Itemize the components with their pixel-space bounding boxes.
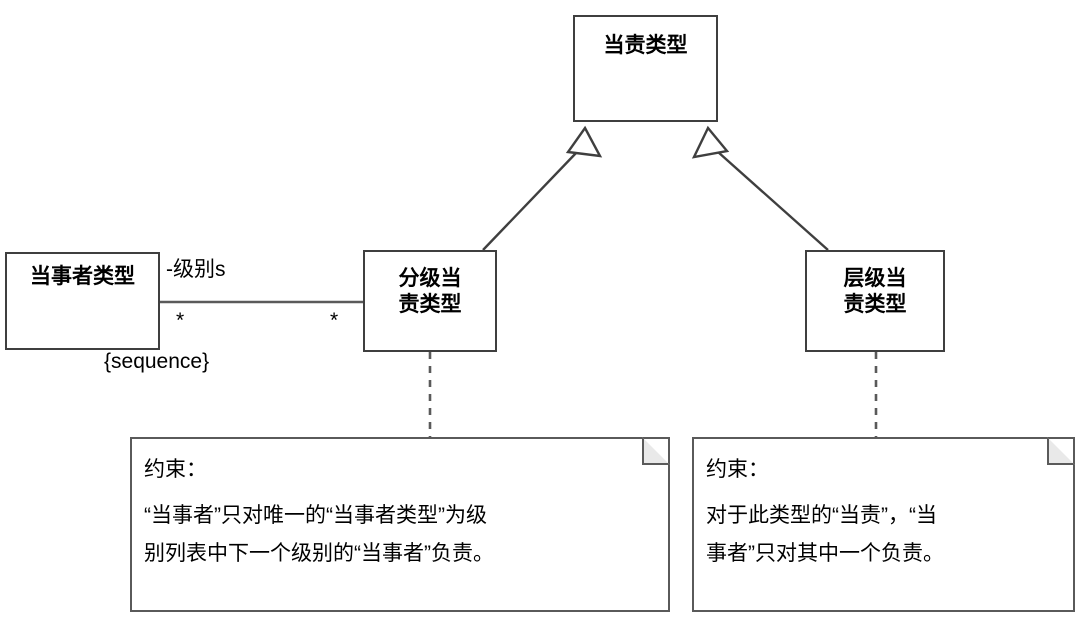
association-multiplicity-left: * <box>176 309 185 332</box>
note-right[interactable]: 约束： 对于此类型的“当责”，“当 事者”只对其中一个负责。 <box>692 437 1075 612</box>
class-name-hierarchic-accountability-type: 分级当 责类型 <box>398 267 462 316</box>
association-role-label: -级别s <box>166 258 226 281</box>
association-multiplicity-right: * <box>330 309 339 332</box>
note-left-heading: 约束： <box>144 458 207 481</box>
note-left[interactable]: 约束： “当事者”只对唯一的“当事者类型”为级 别列表中下一个级别的“当事者”负… <box>130 437 670 612</box>
class-box-accountability-type[interactable]: 当责类型 <box>573 15 718 122</box>
class-box-level-accountability-type[interactable]: 层级当 责类型 <box>805 250 945 352</box>
generalization-hierarchic <box>482 125 603 251</box>
class-box-party-type[interactable]: 当事者类型 <box>5 252 160 350</box>
class-box-hierarchic-accountability-type[interactable]: 分级当 责类型 <box>363 250 497 352</box>
class-name-level-accountability-type: 层级当 责类型 <box>843 267 907 316</box>
class-name-party-type: 当事者类型 <box>30 265 135 288</box>
generalization-level <box>691 125 829 251</box>
note-left-body: “当事者”只对唯一的“当事者类型”为级 别列表中下一个级别的“当事者”负责。 <box>144 504 494 565</box>
note-right-heading: 约束： <box>706 458 769 481</box>
association-constraint-sequence: {sequence} <box>104 350 210 373</box>
class-name-accountability-type: 当责类型 <box>603 34 688 57</box>
note-right-body: 对于此类型的“当责”，“当 事者”只对其中一个负责。 <box>706 504 944 565</box>
